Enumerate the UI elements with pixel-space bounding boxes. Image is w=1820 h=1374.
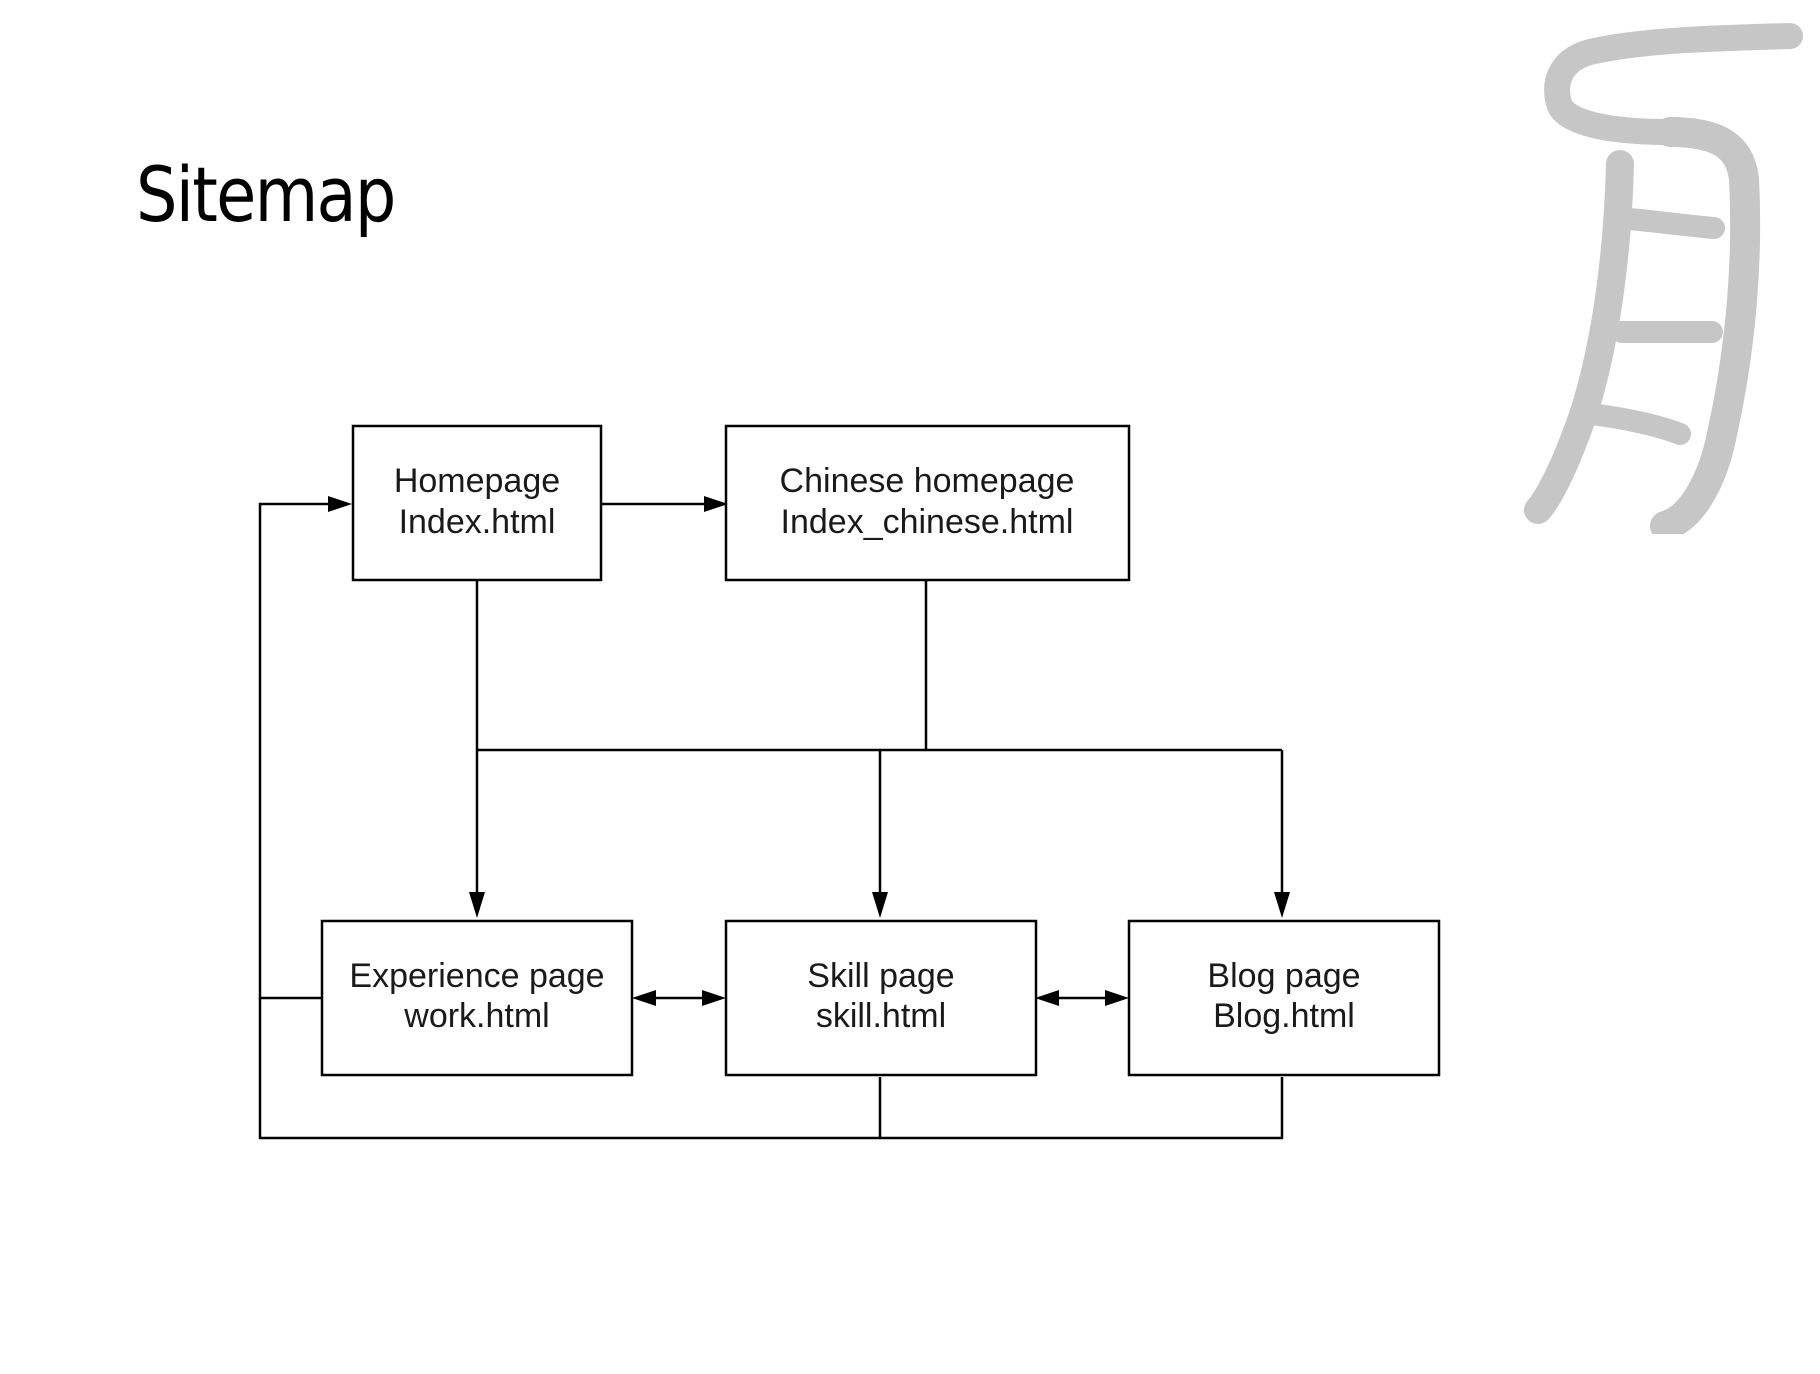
node-label-line2: Blog.html <box>1213 997 1355 1035</box>
node-box <box>320 919 634 1077</box>
node-label-line2: Index_chinese.html <box>781 503 1074 541</box>
arrowhead <box>469 892 485 918</box>
arrowhead <box>328 496 352 512</box>
arrowhead <box>1035 990 1059 1006</box>
arrowhead <box>632 990 656 1006</box>
edges <box>258 496 1290 1140</box>
node-box <box>351 424 603 582</box>
node-blog-page: Blog page Blog.html <box>1127 919 1441 1077</box>
node-label-line2: Index.html <box>399 503 556 541</box>
arrowhead <box>702 990 726 1006</box>
node-box <box>724 919 1038 1077</box>
node-skill-page: Skill page skill.html <box>724 919 1038 1077</box>
node-box <box>724 424 1131 582</box>
node-label-line1: Experience page <box>349 957 604 995</box>
node-box <box>1127 919 1441 1077</box>
page-title: Sitemap <box>136 150 396 239</box>
node-homepage: Homepage Index.html <box>351 424 603 582</box>
node-experience-page: Experience page work.html <box>320 919 634 1077</box>
arrowhead <box>704 496 728 512</box>
arrowhead <box>872 892 888 918</box>
node-label-line1: Homepage <box>394 462 560 500</box>
node-chinese-homepage: Chinese homepage Index_chinese.html <box>724 424 1131 582</box>
edge-experience-to-homepage <box>258 502 330 1000</box>
arrowhead <box>1274 892 1290 918</box>
node-label-line2: skill.html <box>816 997 946 1035</box>
edge-return-bus <box>258 998 1284 1140</box>
node-label-line1: Chinese homepage <box>780 462 1075 500</box>
arrowhead <box>1105 990 1129 1006</box>
node-label-line1: Blog page <box>1207 957 1360 995</box>
calligraphy-character-logo <box>1524 23 1803 534</box>
node-label-line1: Skill page <box>807 957 954 995</box>
node-label-line2: work.html <box>403 997 549 1035</box>
